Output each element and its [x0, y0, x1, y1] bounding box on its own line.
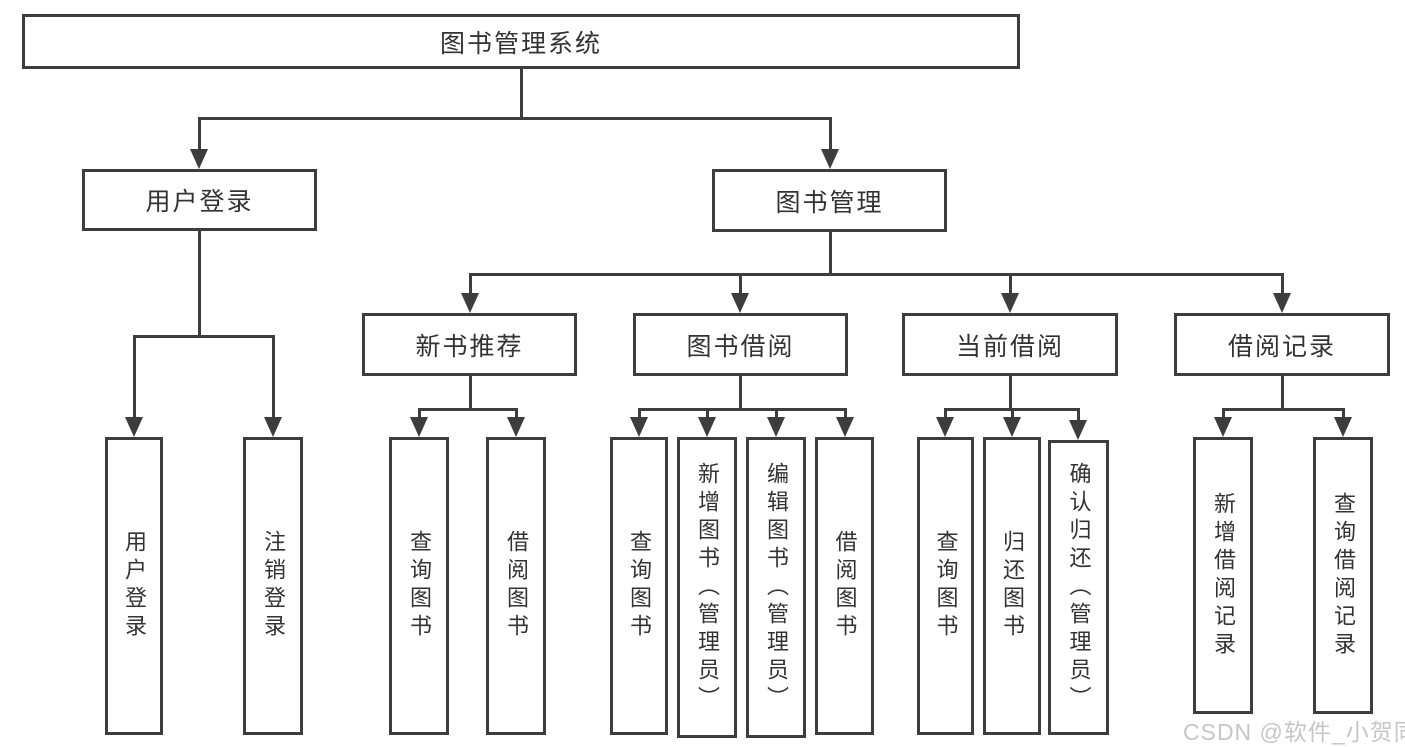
- connector-vertical-line: [638, 408, 641, 419]
- connector-vertical-line: [1222, 408, 1225, 419]
- connector-vertical-line: [775, 408, 778, 419]
- connector-vertical-line: [1342, 408, 1345, 419]
- leaf-return-books: 归还图书: [983, 437, 1041, 735]
- connector-horizontal-line: [1222, 408, 1344, 411]
- arrow-down: [125, 417, 143, 437]
- connector-vertical-line: [469, 273, 472, 295]
- connector-vertical-line: [1011, 408, 1014, 419]
- connector-horizontal-line: [133, 335, 274, 338]
- connector-vertical-line: [520, 69, 523, 117]
- arrow-down: [767, 417, 785, 437]
- connector-vertical-line: [133, 335, 136, 419]
- connector-horizontal-line: [469, 273, 1283, 276]
- connector-vertical-line: [739, 376, 742, 408]
- connector-vertical-line: [739, 273, 742, 295]
- connector-vertical-line: [272, 335, 275, 419]
- leaf-add-books-admin: 新增图书（管理员）: [677, 437, 737, 738]
- arrow-down: [1214, 417, 1232, 437]
- leaf-user-login: 用户登录: [105, 437, 163, 735]
- arrow-down: [731, 293, 749, 313]
- connector-horizontal-line: [638, 408, 846, 411]
- leaf-logout: 注销登录: [243, 437, 303, 735]
- leaf-add-borrow-record: 新增借阅记录: [1193, 437, 1253, 714]
- connector-vertical-line: [418, 408, 421, 419]
- connector-vertical-line: [1281, 376, 1284, 408]
- connector-vertical-line: [198, 117, 201, 151]
- arrow-down: [190, 149, 208, 169]
- connector-vertical-line: [198, 231, 201, 335]
- arrow-down: [936, 417, 954, 437]
- node-book-borrowing: 图书借阅: [633, 313, 848, 376]
- arrow-down: [1334, 417, 1352, 437]
- node-user-login: 用户登录: [82, 169, 317, 231]
- leaf-borrow-books-recommend: 借阅图书: [486, 437, 546, 735]
- node-borrowing-records: 借阅记录: [1174, 313, 1390, 376]
- arrow-down: [461, 293, 479, 313]
- leaf-query-books-current: 查询图书: [917, 437, 974, 735]
- connector-vertical-line: [1281, 273, 1284, 295]
- connector-vertical-line: [944, 408, 947, 419]
- csdn-watermark: CSDN @软件_小贺同学: [1183, 719, 1405, 745]
- arrow-down: [836, 417, 854, 437]
- arrow-down: [698, 417, 716, 437]
- connector-vertical-line: [1077, 408, 1080, 422]
- node-library-management-system: 图书管理系统: [22, 14, 1020, 69]
- leaf-confirm-return-admin: 确认归还（管理员）: [1048, 440, 1109, 735]
- arrow-down: [1069, 420, 1087, 440]
- node-current-borrowing: 当前借阅: [902, 313, 1118, 376]
- arrow-down: [821, 149, 839, 169]
- connector-horizontal-line: [198, 117, 831, 120]
- leaf-edit-books-admin: 编辑图书（管理员）: [746, 437, 806, 738]
- arrow-down: [1001, 293, 1019, 313]
- node-new-book-recommendation: 新书推荐: [362, 313, 577, 376]
- leaf-query-borrow-record: 查询借阅记录: [1313, 437, 1373, 714]
- arrow-down: [630, 417, 648, 437]
- connector-vertical-line: [515, 408, 518, 419]
- node-book-management: 图书管理: [712, 169, 947, 232]
- connector-vertical-line: [706, 408, 709, 419]
- connector-vertical-line: [829, 117, 832, 151]
- arrow-down: [410, 417, 428, 437]
- arrow-down: [1003, 417, 1021, 437]
- connector-vertical-line: [1009, 273, 1012, 295]
- connector-vertical-line: [469, 376, 472, 408]
- connector-vertical-line: [829, 232, 832, 273]
- leaf-query-books-recommend: 查询图书: [389, 437, 449, 735]
- connector-vertical-line: [844, 408, 847, 419]
- connector-vertical-line: [1009, 376, 1012, 408]
- arrow-down: [264, 417, 282, 437]
- arrow-down: [507, 417, 525, 437]
- leaf-borrow-books: 借阅图书: [815, 437, 874, 735]
- connector-horizontal-line: [418, 408, 517, 411]
- arrow-down: [1273, 293, 1291, 313]
- leaf-query-books-borrowing: 查询图书: [610, 437, 668, 735]
